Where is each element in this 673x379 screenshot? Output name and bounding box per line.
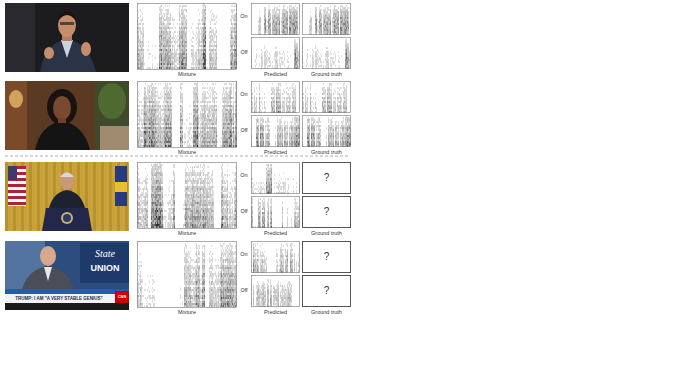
figure: OnOffMixturePredictedGround truthOnOffMi… bbox=[0, 0, 673, 379]
